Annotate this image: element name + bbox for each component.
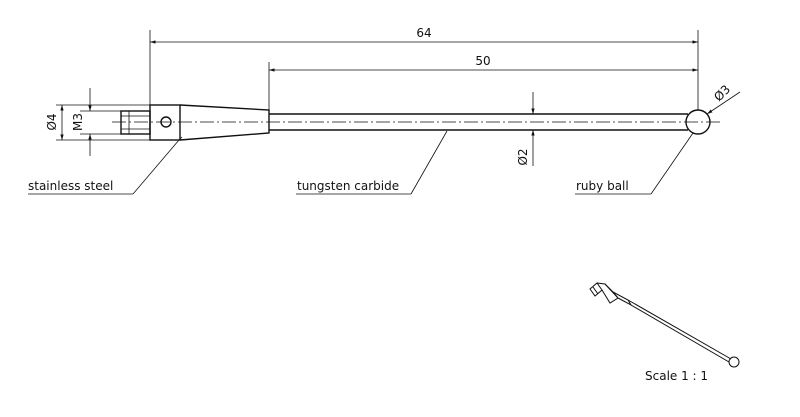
stainless-steel-body <box>149 104 270 141</box>
ruby-ball-label: ruby ball <box>576 179 629 193</box>
tungsten-carbide-shaft <box>269 113 688 131</box>
dimension-shaft-length: 50 <box>268 54 698 110</box>
stainless-steel-label: stainless steel <box>28 179 113 193</box>
leader-ruby-ball: ruby ball <box>575 132 694 195</box>
body-diameter-value: Ø4 <box>45 113 59 130</box>
leader-stainless-steel: stainless steel <box>28 136 183 195</box>
dimension-shaft-diameter: Ø2 <box>516 92 535 166</box>
dimension-thread: M3 <box>71 88 121 156</box>
shaft-diameter-value: Ø2 <box>516 148 530 165</box>
dimension-ball-diameter: Ø3 <box>706 82 741 115</box>
leader-tungsten-carbide: tungsten carbide <box>296 130 448 195</box>
ball-diameter-value: Ø3 <box>711 82 733 104</box>
scale-note: Scale 1 : 1 <box>645 369 708 383</box>
isometric-preview <box>589 282 740 368</box>
stylus-side-view <box>112 104 720 141</box>
dimension-overall-length: 64 <box>149 26 699 110</box>
preview-ruby-ball <box>728 356 740 368</box>
thread-section <box>120 110 151 135</box>
shaft-length-value: 50 <box>475 54 490 68</box>
tungsten-carbide-label: tungsten carbide <box>297 179 399 193</box>
cross-hole <box>160 116 172 128</box>
overall-length-value: 64 <box>416 26 431 40</box>
thread-value: M3 <box>71 113 85 131</box>
dimension-body-diameter: Ø4 <box>45 104 150 141</box>
